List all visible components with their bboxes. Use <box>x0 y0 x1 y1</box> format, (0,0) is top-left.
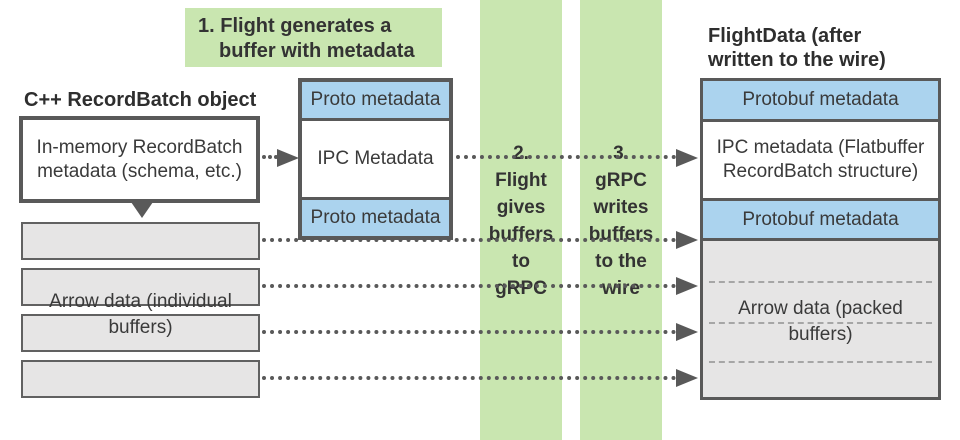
divider <box>302 118 449 121</box>
step3-line: writes <box>593 197 649 218</box>
arrow-buffer-box-2 <box>21 268 260 306</box>
step2-line: gives <box>496 197 546 218</box>
arrow-buffer-box-1 <box>21 222 260 260</box>
packed-buffers-label: Arrow data (packed buffers) <box>703 296 938 348</box>
step2-band <box>480 0 562 440</box>
flight-buffer-stack: Proto metadata IPC Metadata Proto metada… <box>298 78 453 240</box>
dotted-connector-metadata-left <box>262 155 278 159</box>
dotted-connector-buffer-3 <box>262 330 676 334</box>
dashed-divider <box>709 361 932 363</box>
step2-line: 2. <box>513 143 529 164</box>
step1-label-line1: 1. Flight generates a <box>198 15 392 37</box>
down-arrow-icon <box>131 202 153 218</box>
arrowhead-icon <box>676 277 698 295</box>
packed-buffers-area: Arrow data (packed buffers) <box>703 241 938 397</box>
flightdata-heading-line2: written to the wire) <box>708 49 886 71</box>
ipc-metadata-flatbuffer-box: IPC metadata (Flatbuffer RecordBatch str… <box>716 137 925 182</box>
in-memory-metadata-line2: metadata (schema, etc.) <box>37 160 242 182</box>
individual-buffers-label: Arrow data (individual buffers) <box>21 289 260 341</box>
step3-line: 3. <box>613 143 629 164</box>
ipc-metadata-box: IPC Metadata <box>317 148 434 169</box>
flightdata-box: Protobuf metadata IPC metadata (Flatbuff… <box>700 78 941 400</box>
step3-band <box>580 0 662 440</box>
proto-metadata-bottom: Proto metadata <box>302 200 449 236</box>
arrow-buffer-box-4 <box>21 360 260 398</box>
arrowhead-icon <box>277 149 299 167</box>
arrow-buffer-box-3 <box>21 314 260 352</box>
in-memory-metadata-line1: In-memory RecordBatch <box>36 136 243 158</box>
step2-line: to <box>512 251 530 272</box>
step3-line: wire <box>601 278 641 299</box>
step2-line: gRPC <box>495 278 547 299</box>
arrowhead-icon <box>676 149 698 167</box>
packed-buffers-label-line1: Arrow data (packed <box>738 298 903 319</box>
in-memory-metadata-box: In-memory RecordBatch metadata (schema, … <box>19 116 260 203</box>
proto-metadata-top: Proto metadata <box>302 82 449 118</box>
arrowhead-icon <box>676 369 698 387</box>
step3-line: gRPC <box>595 170 647 191</box>
protobuf-metadata-top: Protobuf metadata <box>703 81 938 119</box>
dotted-connector-buffer-2 <box>262 284 676 288</box>
step2-text: 2. Flight gives buffers to gRPC <box>480 140 562 302</box>
dotted-connector-buffer-4 <box>262 376 676 380</box>
step3-text: 3. gRPC writes buffers to the wire <box>580 140 662 302</box>
step3-line: buffers <box>588 224 654 245</box>
step2-line: buffers <box>488 224 554 245</box>
individual-buffers-label-line1: Arrow data (individual <box>49 291 232 312</box>
divider <box>703 198 938 201</box>
dashed-divider <box>709 322 932 324</box>
dotted-connector-metadata-right <box>456 155 676 159</box>
step1-label-line2: buffer with metadata <box>219 40 415 62</box>
arrowhead-icon <box>676 231 698 249</box>
cpp-recordbatch-heading: C++ RecordBatch object <box>24 89 257 111</box>
protobuf-metadata-bottom: Protobuf metadata <box>703 201 938 238</box>
dotted-connector-buffer-1 <box>262 238 676 242</box>
flightdata-heading-line1: FlightData (after <box>708 25 862 47</box>
divider <box>703 238 938 241</box>
packed-buffers-label-line2: buffers) <box>788 324 853 345</box>
step1-label: 1. Flight generates a buffer with metada… <box>185 8 442 67</box>
divider <box>703 119 938 122</box>
individual-buffers-label-line2: buffers) <box>108 317 173 338</box>
dashed-divider <box>709 281 932 283</box>
arrowhead-icon <box>676 323 698 341</box>
divider <box>302 197 449 200</box>
step2-line: Flight <box>495 170 547 191</box>
flightdata-heading: FlightData (after written to the wire) <box>708 24 886 72</box>
step3-line: to the <box>595 251 647 272</box>
